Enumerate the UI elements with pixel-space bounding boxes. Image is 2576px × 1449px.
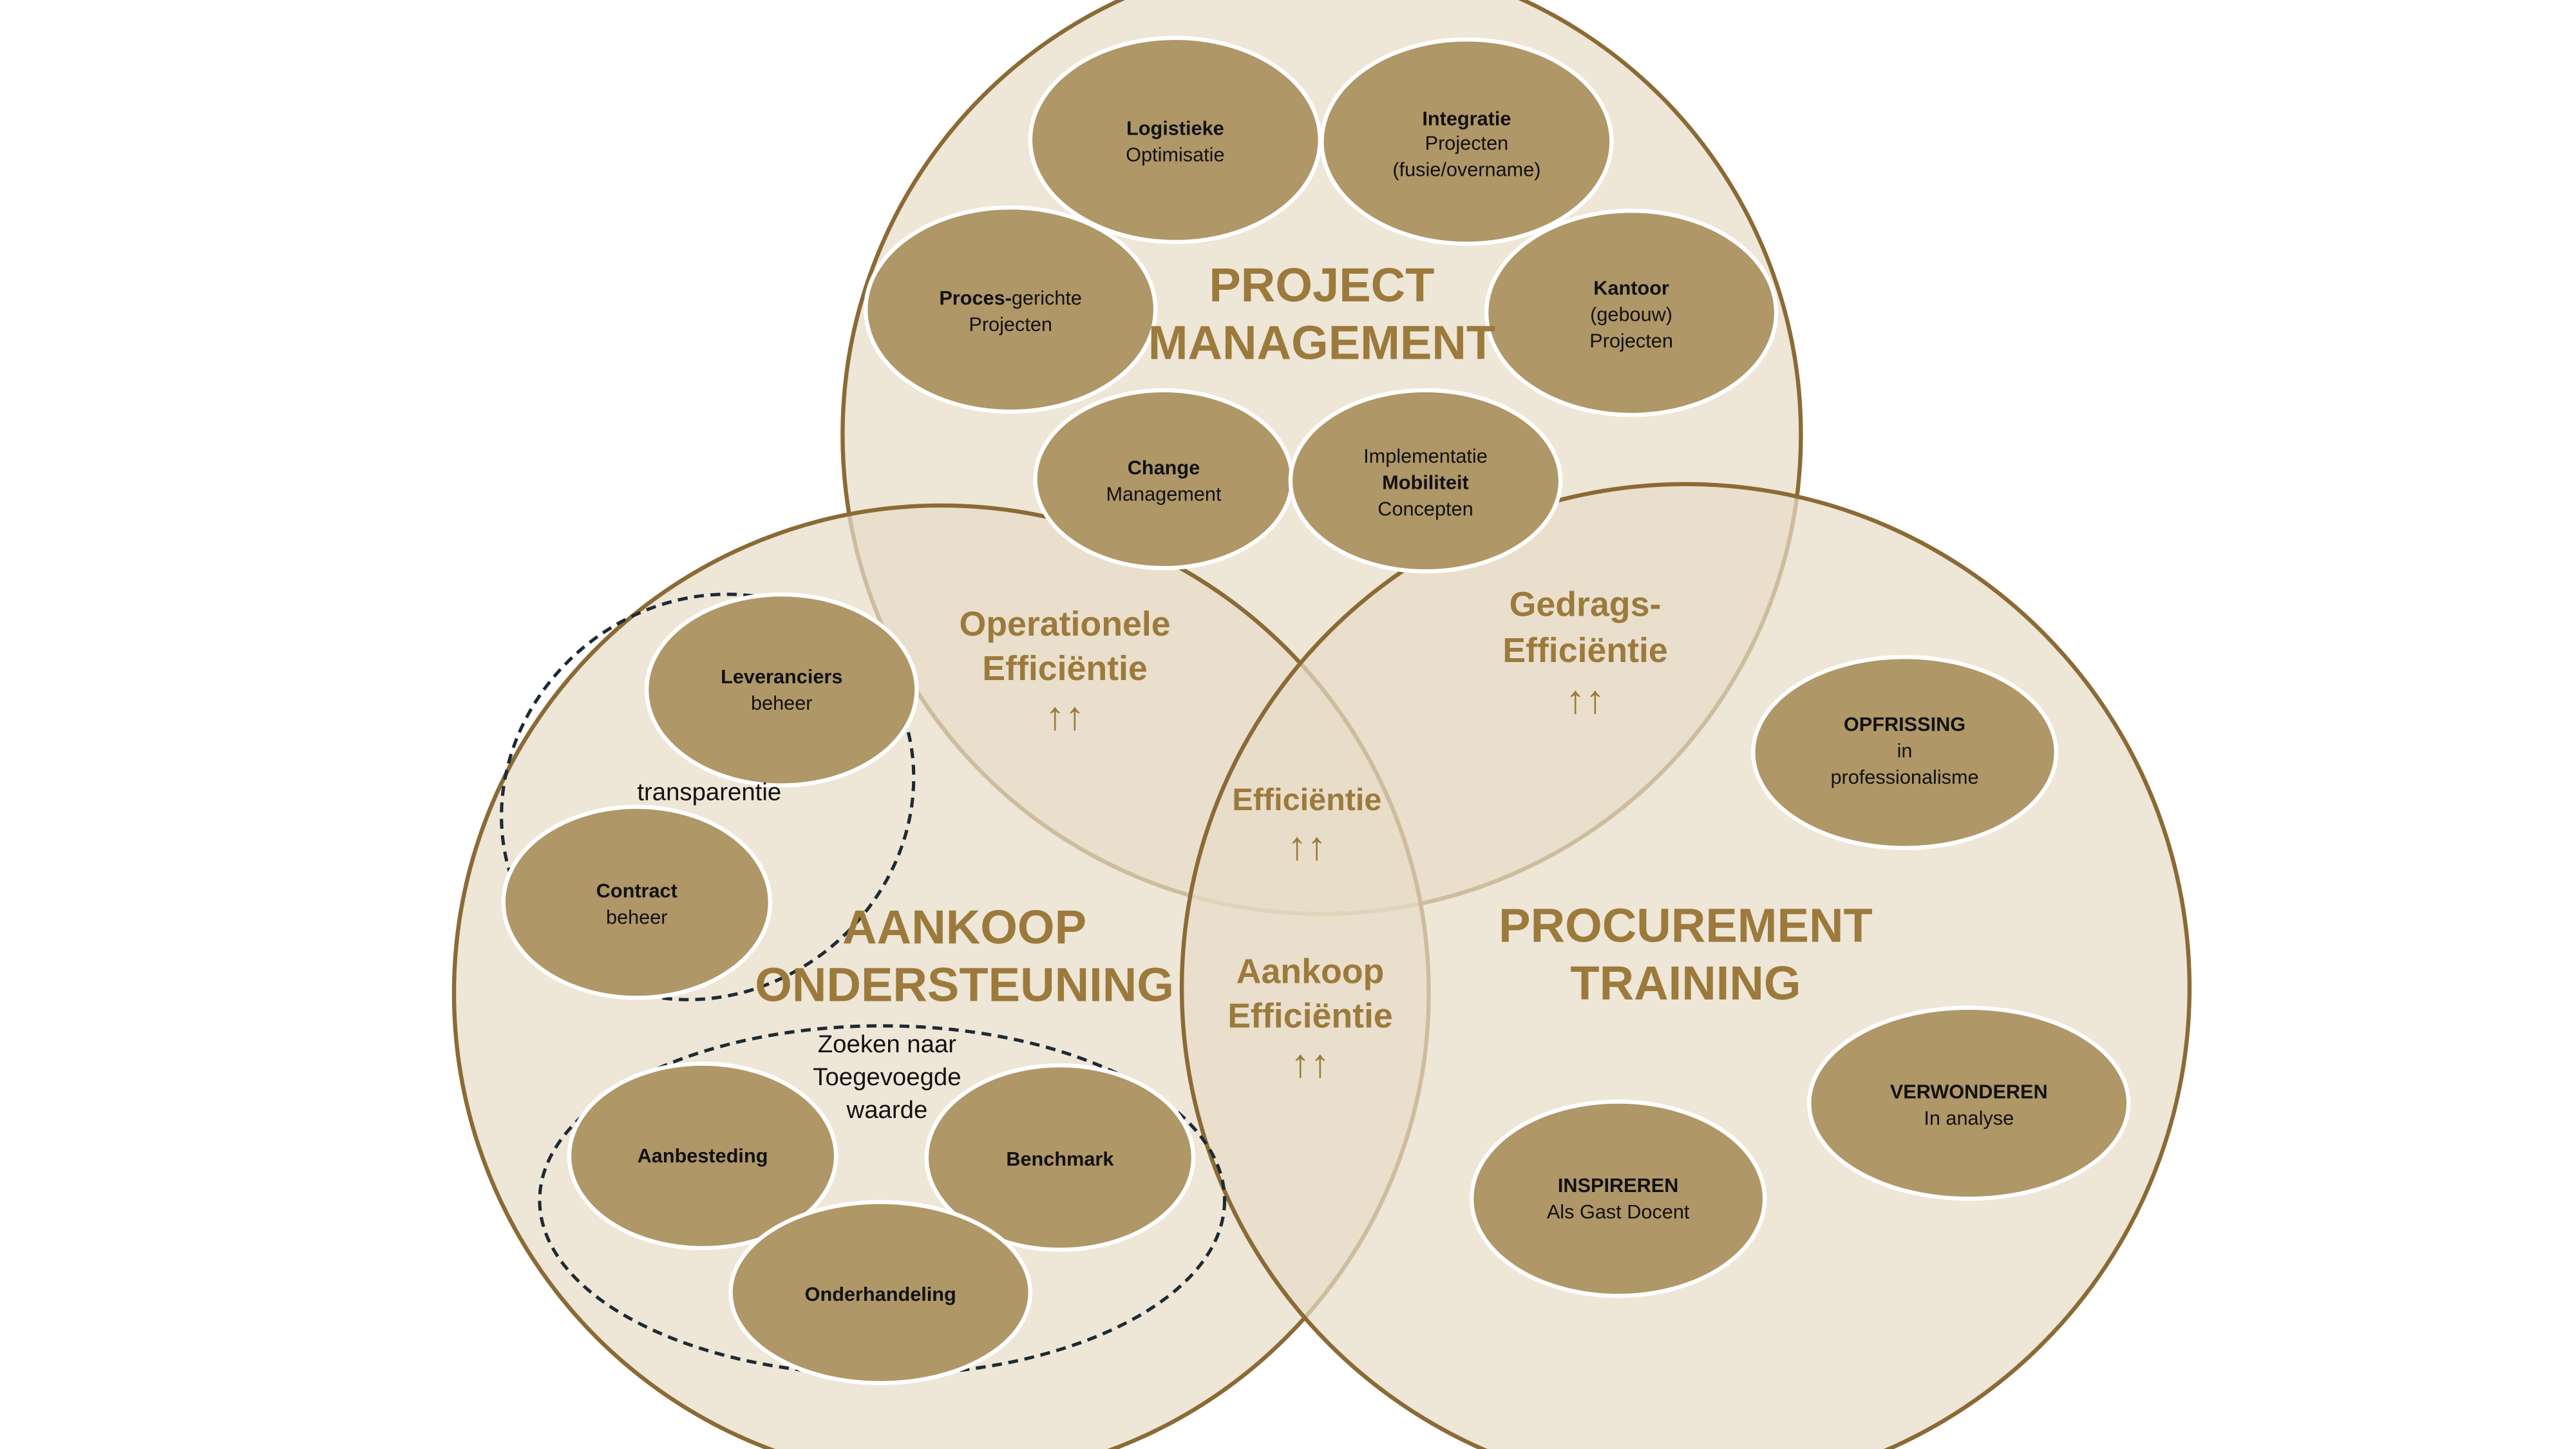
inspireren-ellipse <box>1469 1099 1767 1298</box>
opfrissing-in-label: in <box>1897 739 1913 762</box>
operationele-efficientie-line1: Operationele <box>959 605 1170 643</box>
onderhandeling-label: Onderhandeling <box>805 1283 956 1305</box>
aankoop-ondersteuning-title-line2: ONDERSTEUNING <box>755 958 1174 1012</box>
gedrags-efficientie-line1: Gedrags- <box>1510 585 1662 623</box>
integratie-projecten-label: Projecten <box>1425 132 1509 155</box>
benchmark-label: Benchmark <box>1006 1148 1114 1170</box>
professionalisme-label: professionalisme <box>1830 766 1978 788</box>
procesgerichte-label: Proces-gerichte <box>939 287 1082 309</box>
procurement-training-title-line1: PROCUREMENT <box>1499 899 1873 952</box>
contract-label: Contract <box>596 879 677 902</box>
zoeken-label-line1: Zoeken naar <box>818 1030 957 1058</box>
opfrissing-ellipse <box>1751 654 2058 850</box>
kantoor-projecten-label: Projecten <box>1589 329 1673 352</box>
gedrags-efficientie-line2: Efficiëntie <box>1502 631 1668 670</box>
fusie-overname-label: (fusie/overname) <box>1392 158 1540 181</box>
gast-docent-label: Als Gast Docent <box>1547 1200 1690 1223</box>
leveranciers-label: Leveranciers <box>721 665 842 688</box>
zoeken-label-line2: Toegevoegde <box>813 1063 961 1091</box>
change-management-ellipse <box>1033 388 1294 571</box>
kantoor-projecten-ellipse <box>1484 209 1779 417</box>
center-efficientie-label: Efficiëntie <box>1232 782 1381 817</box>
gebouw-label: (gebouw) <box>1590 303 1672 326</box>
procesgerichte-projecten-label: Projecten <box>969 313 1052 336</box>
procurement-training-title-line2: TRAINING <box>1570 956 1801 1010</box>
leveranciers-beheer-label: beheer <box>751 692 813 714</box>
aanbesteding-label: Aanbesteding <box>638 1144 768 1167</box>
proces-bold: Proces- <box>939 287 1012 309</box>
gedrags-arrows: ↑↑ <box>1566 677 1605 722</box>
project-management-title-line1: PROJECT <box>1209 258 1434 312</box>
transparantie-label: transparentie <box>637 779 781 806</box>
leveranciers-beheer-ellipse <box>644 592 919 788</box>
aanbesteding-ellipse <box>567 1061 838 1251</box>
implementatie-label: Implementatie <box>1363 444 1488 467</box>
logistieke-optimisatie-ellipse <box>1028 35 1323 245</box>
contract-beheer-label: beheer <box>606 905 668 928</box>
kantoor-label: Kantoor <box>1593 277 1669 299</box>
aankoop-efficientie-line1: Aankoop <box>1236 952 1385 990</box>
mobiliteit-label: Mobiliteit <box>1382 471 1469 493</box>
contract-beheer-ellipse <box>501 804 773 1000</box>
zoeken-label-line3: waarde <box>846 1096 928 1124</box>
operationele-efficientie-line2: Efficiëntie <box>982 649 1148 688</box>
operationele-arrows: ↑↑ <box>1045 694 1084 739</box>
inspireren-label: INSPIREREN <box>1558 1174 1678 1197</box>
project-management-title-line2: MANAGEMENT <box>1148 316 1495 369</box>
center-arrows: ↑↑ <box>1287 824 1327 869</box>
gerichte-text: gerichte <box>1012 287 1082 309</box>
concepten-label: Concepten <box>1378 497 1473 520</box>
in-analyse-label: In analyse <box>1924 1106 2014 1129</box>
integratie-projecten-ellipse <box>1320 37 1614 246</box>
aankoop-arrows: ↑↑ <box>1291 1041 1330 1086</box>
onderhandeling-ellipse <box>728 1200 1033 1385</box>
verwonderen-label: VERWONDEREN <box>1890 1080 2048 1103</box>
optimisatie-label: Optimisatie <box>1126 144 1224 166</box>
aankoop-efficientie-line2: Efficiëntie <box>1227 996 1393 1035</box>
opfrissing-label: OPFRISSING <box>1844 713 1965 735</box>
logistieke-label: Logistieke <box>1126 117 1224 140</box>
aankoop-ondersteuning-title-line1: AANKOOP <box>842 900 1086 954</box>
verwonderen-ellipse <box>1807 1005 2131 1201</box>
change-label: Change <box>1128 456 1200 478</box>
integratie-label: Integratie <box>1422 107 1511 129</box>
procesgerichte-projecten-ellipse <box>863 205 1158 414</box>
management-label: Management <box>1106 482 1222 505</box>
benchmark-ellipse <box>924 1063 1196 1252</box>
mobiliteit-concepten-ellipse <box>1288 388 1563 574</box>
